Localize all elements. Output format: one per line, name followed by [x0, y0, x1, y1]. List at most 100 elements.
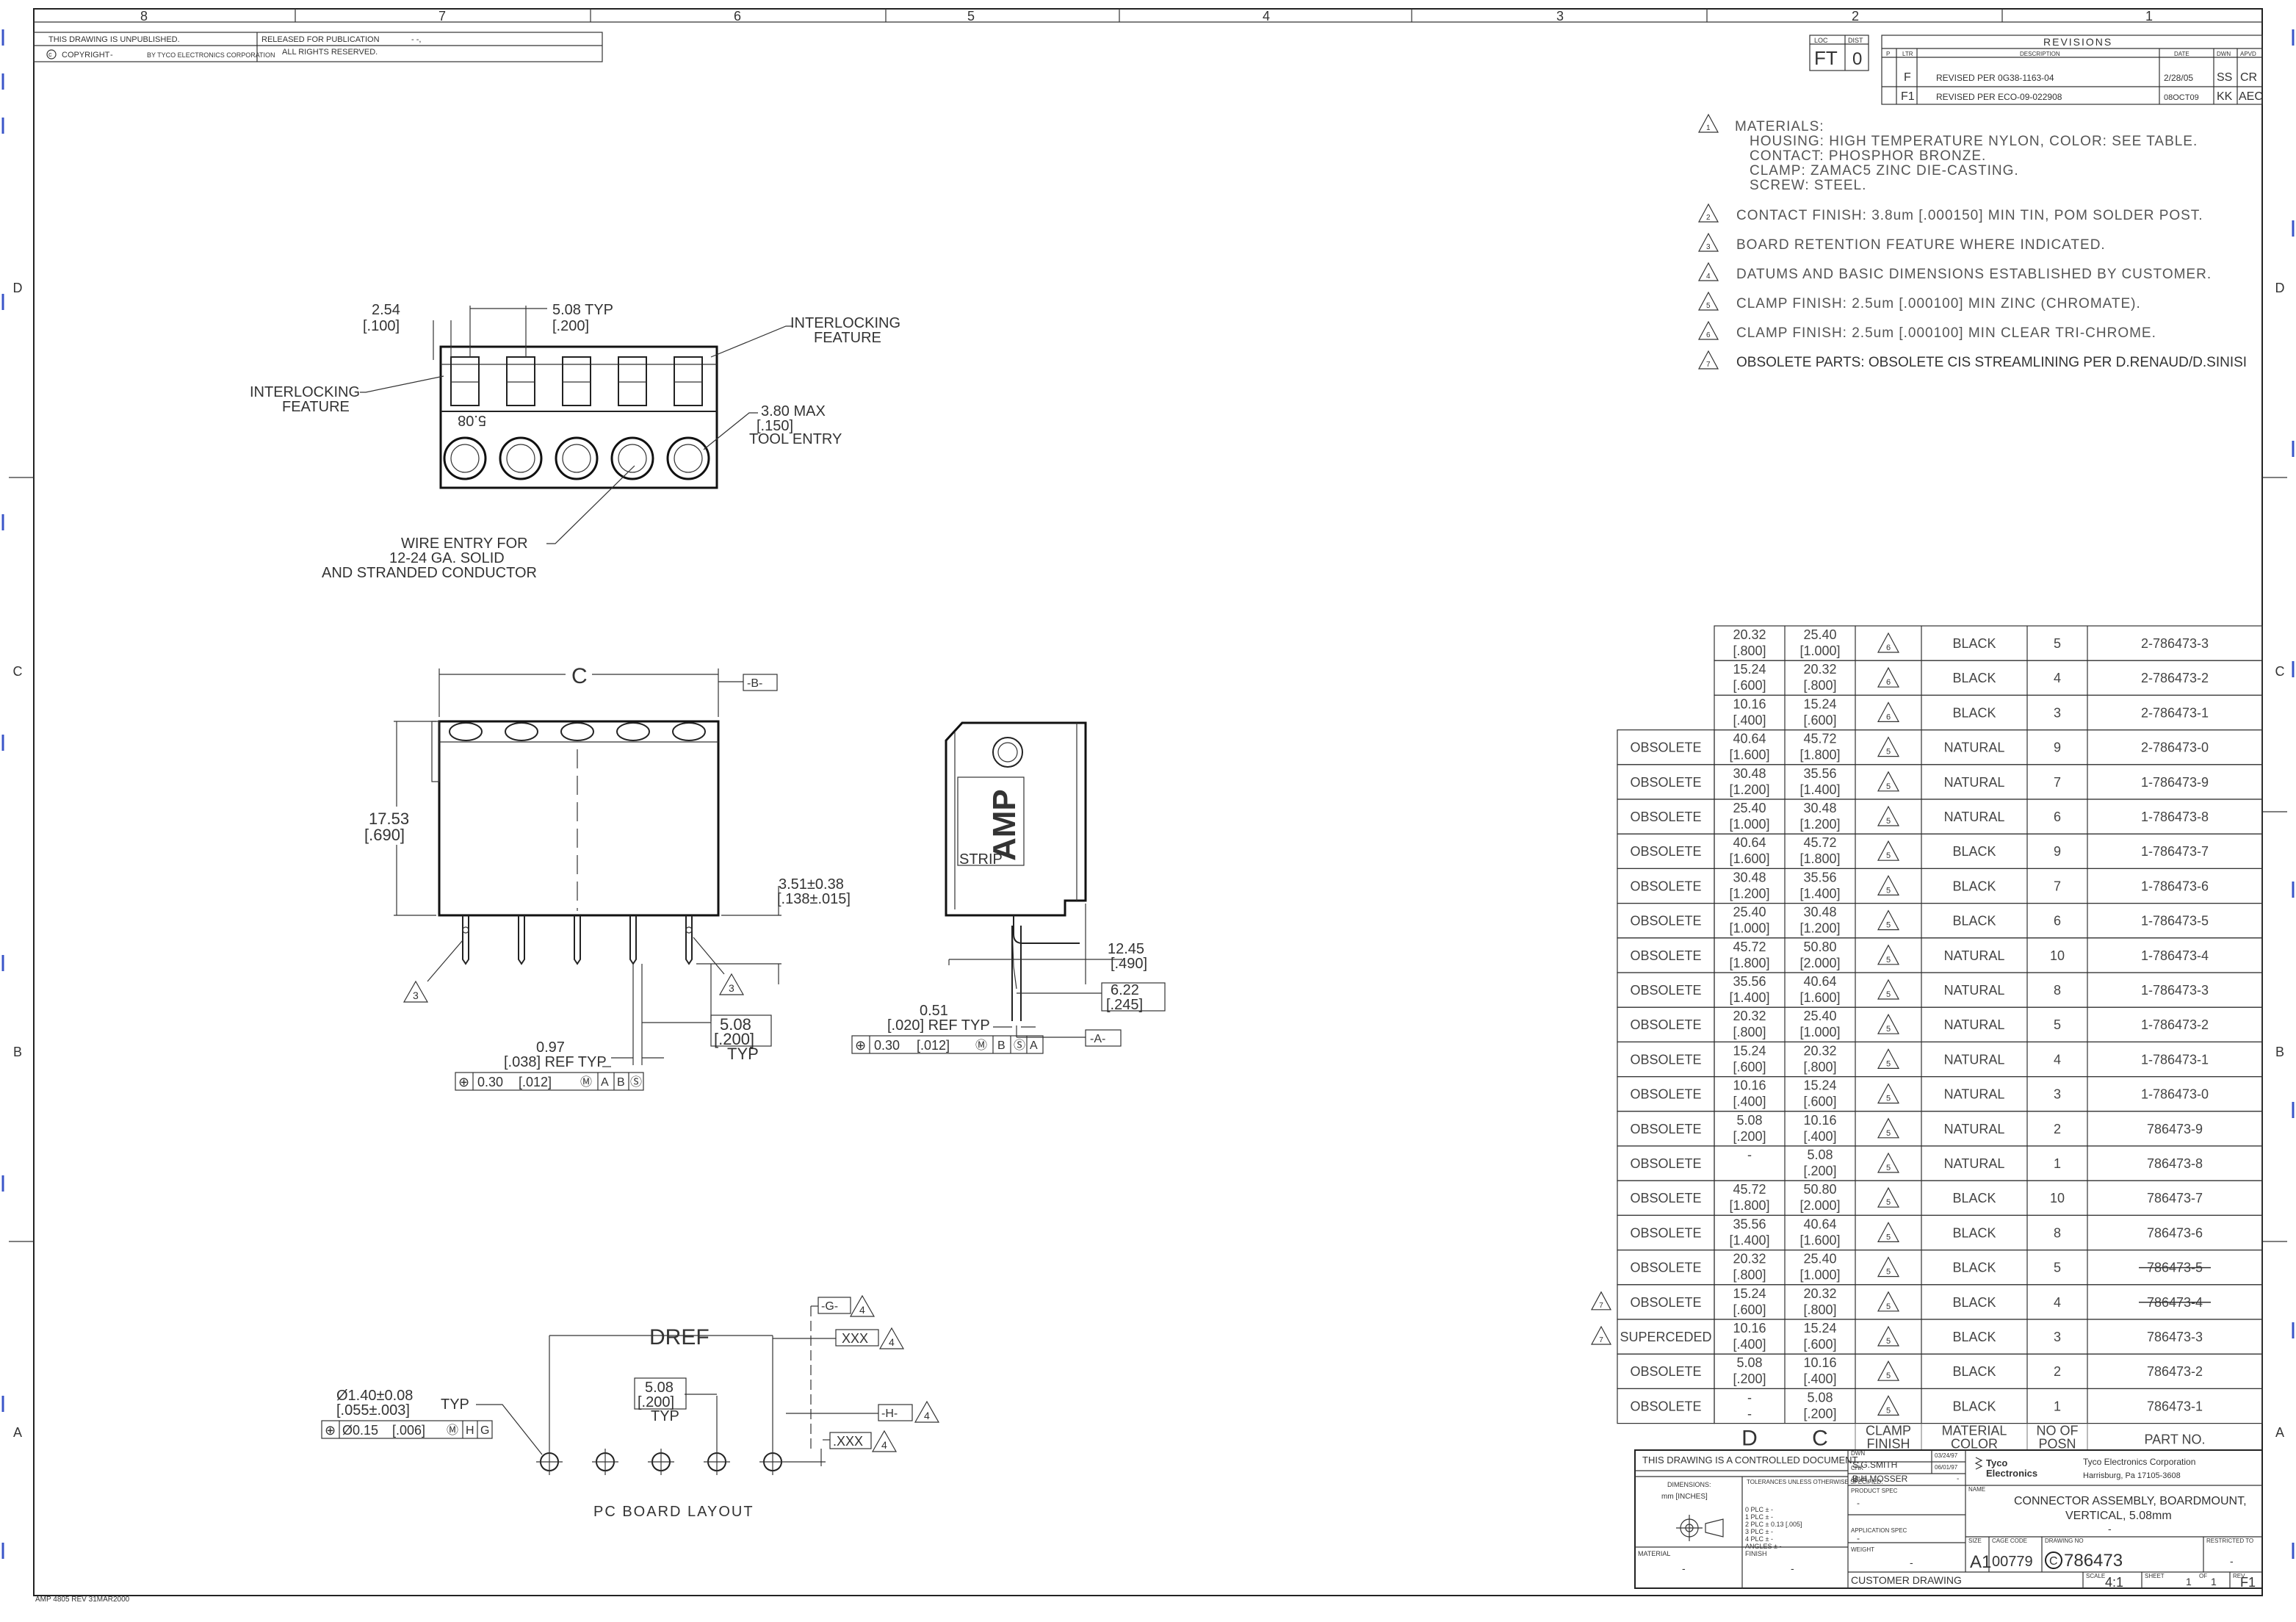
strip-label: STRIP [959, 851, 1003, 868]
svg-text:[.800]: [.800] [1803, 1059, 1836, 1074]
svg-text:4 PLC ± -: 4 PLC ± - [1745, 1535, 1773, 1543]
scale: 4:1 [2105, 1575, 2123, 1590]
finish-note-flag [1877, 632, 1900, 653]
row-color: BLACK [1952, 1364, 1996, 1379]
material-screw: SCREW: STEEL. [1750, 178, 1866, 193]
finish-note-flag [1877, 702, 1900, 722]
header-c: C [1812, 1427, 1828, 1451]
svg-text:OF: OF [2199, 1573, 2207, 1579]
svg-text:FINISH: FINISH [1866, 1437, 1910, 1452]
svg-text:[.600]: [.600] [1733, 678, 1766, 693]
svg-text:B: B [617, 1076, 625, 1089]
svg-text:[1.400]: [1.400] [1729, 990, 1769, 1005]
finish-note-flag [1877, 1117, 1900, 1139]
svg-text:POSN: POSN [2038, 1437, 2076, 1452]
row-color: BLACK [1952, 1225, 1996, 1240]
svg-text:H: H [466, 1424, 474, 1437]
zone-a-right: A [2275, 1425, 2284, 1440]
row-dim-c: 15.24 [1803, 696, 1836, 711]
title-block: THIS DRAWING IS A CONTROLLED DOCUMENT. D… [1634, 1449, 2263, 1590]
pcb-layout-title: PC BOARD LAYOUT [593, 1504, 754, 1520]
pin-pitch: 5.08 [720, 1015, 751, 1034]
row-dim-d: 40.64 [1733, 732, 1766, 746]
svg-text:[1.600]: [1.600] [1799, 990, 1840, 1005]
svg-text:AND STRANDED CONDUCTOR: AND STRANDED CONDUCTOR [322, 565, 537, 581]
svg-text:CLAMP: CLAMP [1866, 1424, 1911, 1438]
row-color: NATURAL [1944, 740, 2005, 755]
front-view: C -B- 17.53 [.690] 3.51±0.38 [.138±.015]… [364, 664, 851, 1091]
row-color: NATURAL [1944, 1087, 2005, 1102]
row-part-number: 786473-7 [2147, 1191, 2203, 1205]
svg-text:-: - [110, 51, 113, 60]
finish-note-flag [1877, 1222, 1900, 1242]
svg-text:SS: SS [2217, 71, 2232, 84]
row-positions: 7 [2054, 775, 2061, 790]
row-dim-c: 25.40 [1803, 1009, 1836, 1023]
svg-text:12-24 GA. SOLID: 12-24 GA. SOLID [389, 550, 505, 566]
row-color: BLACK [1952, 636, 1996, 651]
svg-text:4: 4 [881, 1439, 887, 1451]
checked-by: B.H.MOSSER [1852, 1474, 1908, 1484]
finish-note-flag [1877, 1186, 1900, 1208]
finish-note-flag [1877, 771, 1900, 792]
row-color: NATURAL [1944, 810, 2005, 824]
zone-c-left: C [13, 664, 23, 679]
row-dim-d: 40.64 [1733, 835, 1766, 850]
row-part-number: 2-786473-3 [2141, 636, 2209, 651]
svg-text:[1.000]: [1.000] [1799, 644, 1840, 658]
row-color: BLACK [1952, 1399, 1996, 1413]
svg-text:[.400]: [.400] [1733, 1337, 1766, 1352]
note-4: DATUMS AND BASIC DIMENSIONS ESTABLISHED … [1736, 267, 2212, 282]
svg-text:G: G [480, 1424, 489, 1437]
row-positions: 9 [2054, 740, 2061, 755]
svg-text:1: 1 [2211, 1576, 2217, 1587]
revisions-block: LOC DIST FT 0 REVISIONS P LTR DESCRIPTIO… [1809, 35, 2263, 105]
row-color: BLACK [1952, 914, 1996, 929]
row-finish: 5 [1886, 956, 1891, 965]
row-part-number: 786473-6 [2147, 1225, 2203, 1240]
row-dim-c: 25.40 [1803, 1252, 1836, 1266]
svg-text:[.012]: [.012] [519, 1075, 552, 1089]
svg-text:5: 5 [1706, 302, 1711, 310]
svg-text:Tyco: Tyco [1986, 1457, 2007, 1468]
svg-text:[.600]: [.600] [1803, 1337, 1836, 1352]
basic-dim-xxx-2: .XXX [833, 1434, 863, 1449]
row-color: BLACK [1952, 844, 1996, 859]
row-dim-d: 5.08 [1736, 1355, 1762, 1370]
svg-text:-: - [1910, 1557, 1913, 1568]
svg-text:0 PLC ± -: 0 PLC ± - [1745, 1506, 1773, 1513]
row-part-number: 2-786473-1 [2141, 705, 2209, 720]
svg-text:-: - [2230, 1555, 2234, 1567]
svg-text:[1.000]: [1.000] [1729, 817, 1769, 832]
svg-text:COLOR: COLOR [1951, 1437, 1998, 1452]
row-finish: 5 [1886, 1198, 1891, 1207]
svg-text:[1.800]: [1.800] [1799, 851, 1840, 866]
zone-1: 1 [2145, 9, 2153, 24]
svg-text:NO OF: NO OF [2037, 1424, 2079, 1438]
svg-text:[1.600]: [1.600] [1729, 748, 1769, 763]
row-positions: 4 [2054, 671, 2061, 685]
note-flag-2: 2 [1697, 203, 1719, 223]
row-positions: 4 [2054, 1052, 2061, 1067]
svg-text:[.200]: [.200] [1803, 1164, 1836, 1178]
tool-entry-dim: 3.80 MAX [761, 403, 826, 419]
row-dim-c: 15.24 [1803, 1321, 1836, 1336]
svg-text:TYP: TYP [727, 1045, 759, 1063]
row-color: NATURAL [1944, 948, 2005, 963]
drawn-by: S.G.SMITH [1852, 1460, 1897, 1470]
row-part-number: 1-786473-3 [2141, 983, 2209, 998]
svg-text:[2.000]: [2.000] [1799, 956, 1840, 970]
row-part-number: 786473-9 [2147, 1122, 2203, 1136]
row-color: BLACK [1952, 671, 1996, 685]
row-status: OBSOLETE [1630, 1295, 1701, 1310]
svg-text:DWN: DWN [1851, 1450, 1865, 1457]
svg-text:⊕: ⊕ [855, 1038, 866, 1053]
note-flag-6: 6 [1697, 320, 1719, 340]
svg-text:NAME: NAME [1968, 1486, 1985, 1493]
